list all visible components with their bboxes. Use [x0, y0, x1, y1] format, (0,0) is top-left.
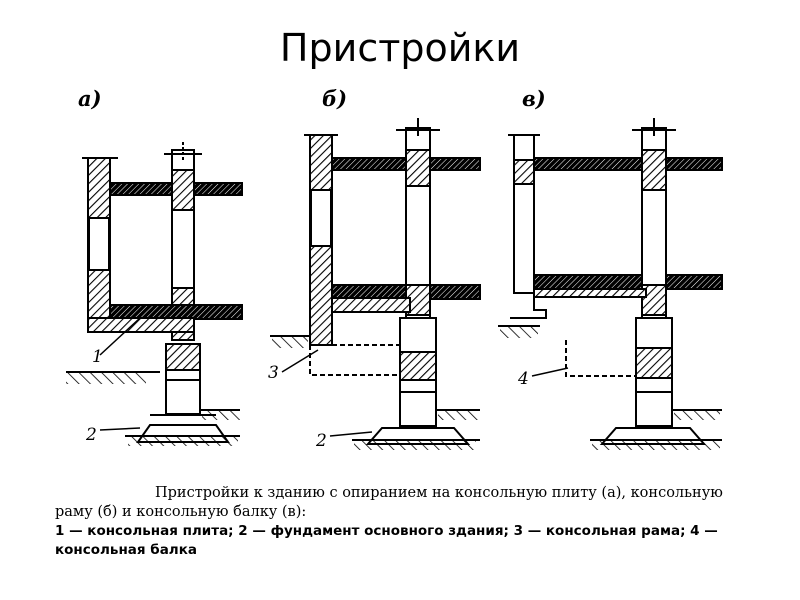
- panel-c-drawing: [498, 118, 723, 450]
- caption-legend: 1 — консольная плита; 2 — фундамент осно…: [55, 523, 718, 558]
- callout-1-cantilever-slab: 1: [92, 347, 103, 367]
- figure-caption: Пристройки к зданию с опиранием на консо…: [55, 484, 745, 560]
- panel-a-label: а): [78, 86, 102, 111]
- panel-b-label: б): [322, 86, 348, 111]
- callout-2-foundation: 2: [85, 425, 97, 445]
- callout-2-foundation-b: 2: [315, 431, 327, 451]
- panel-c-label: в): [522, 86, 546, 111]
- panel-b-drawing: [270, 118, 481, 450]
- callout-4-cantilever-beam: 4: [517, 369, 529, 389]
- panel-a-drawing: [66, 142, 243, 446]
- callout-3-cantilever-frame: 3: [268, 363, 279, 383]
- slide-title: Пристройки: [279, 26, 521, 70]
- caption-text: Пристройки к зданию с опиранием на консо…: [55, 485, 723, 520]
